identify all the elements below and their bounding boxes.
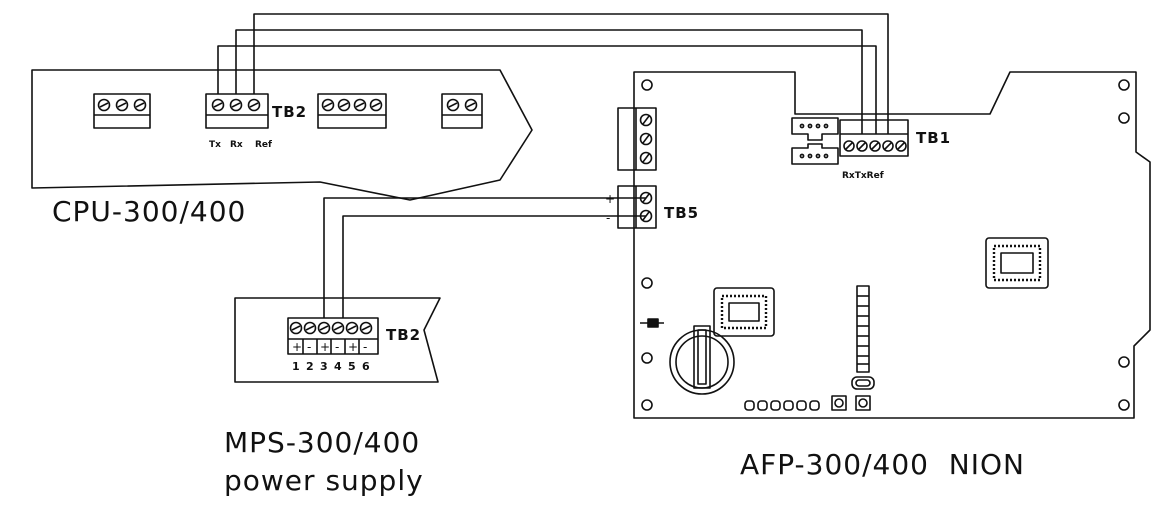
cpu-terminal-left [93,93,151,129]
labels: CPU-300/400 TB2 Tx Rx Ref TB2 + - + - + … [52,103,1025,497]
mps-pol-3: + [320,340,330,354]
mps-board-outline [234,297,441,383]
afp-tb5-plus: + [605,192,615,206]
afp-terminal-top-left [617,107,657,171]
afp-chip-right [985,237,1049,289]
afp-buttons [831,395,871,411]
mps-pol-1: + [292,340,302,354]
mps-pin-4: 4 [334,360,342,373]
afp-board-outline [633,71,1151,419]
cpu-pin-rx: Rx [230,140,243,150]
cpu-tb2-terminal [205,93,269,129]
cpu-tb2-label: TB2 [272,103,307,121]
afp-tb1-pins: RxTxRef [842,171,884,181]
mps-subtitle: power supply [224,464,424,497]
mps-board [234,297,441,383]
mps-tb2-terminal [287,317,379,355]
mps-pin-1: 1 [292,360,300,373]
afp-battery-holder [669,325,735,395]
afp-tb5-label: TB5 [664,204,699,222]
mps-pin-3: 3 [320,360,328,373]
mps-pol-5: + [348,340,358,354]
cpu-pin-ref: Ref [255,140,272,150]
cpu-terminal-middle [317,93,387,129]
mps-pol-6: - [363,340,367,354]
afp-mounting-holes [641,79,1130,411]
mps-pin-5: 5 [348,360,356,373]
wires-mps-to-tb5 [323,197,646,318]
afp-chip-left [713,287,775,337]
wires-cpu-to-tb1 [217,13,889,134]
afp-connector-lower [791,143,839,165]
cpu-terminal-right [441,93,483,129]
afp-board [617,71,1151,419]
afp-connector-upper [791,117,839,141]
afp-tb1-label: TB1 [916,129,951,147]
afp-tb5-terminal [617,185,657,229]
mps-pol-2: - [307,340,311,354]
afp-pads-row [744,400,820,411]
mps-pin-2: 2 [306,360,314,373]
afp-tb5-minus: - [606,211,610,225]
mps-pin-6: 6 [362,360,370,373]
mps-tb2-label: TB2 [386,326,421,344]
cpu-title: CPU-300/400 [52,195,246,228]
afp-title: AFP-300/400 NION [740,448,1025,481]
afp-diode [640,318,664,328]
mps-title: MPS-300/400 [224,426,420,459]
afp-tb1-terminal [839,119,909,157]
cpu-pin-tx: Tx [209,140,221,150]
cpu-board-outline [31,69,533,201]
mps-pol-4: - [335,340,339,354]
afp-pin-header [856,285,870,373]
afp-crystal [851,376,875,390]
cpu-board [31,69,533,201]
